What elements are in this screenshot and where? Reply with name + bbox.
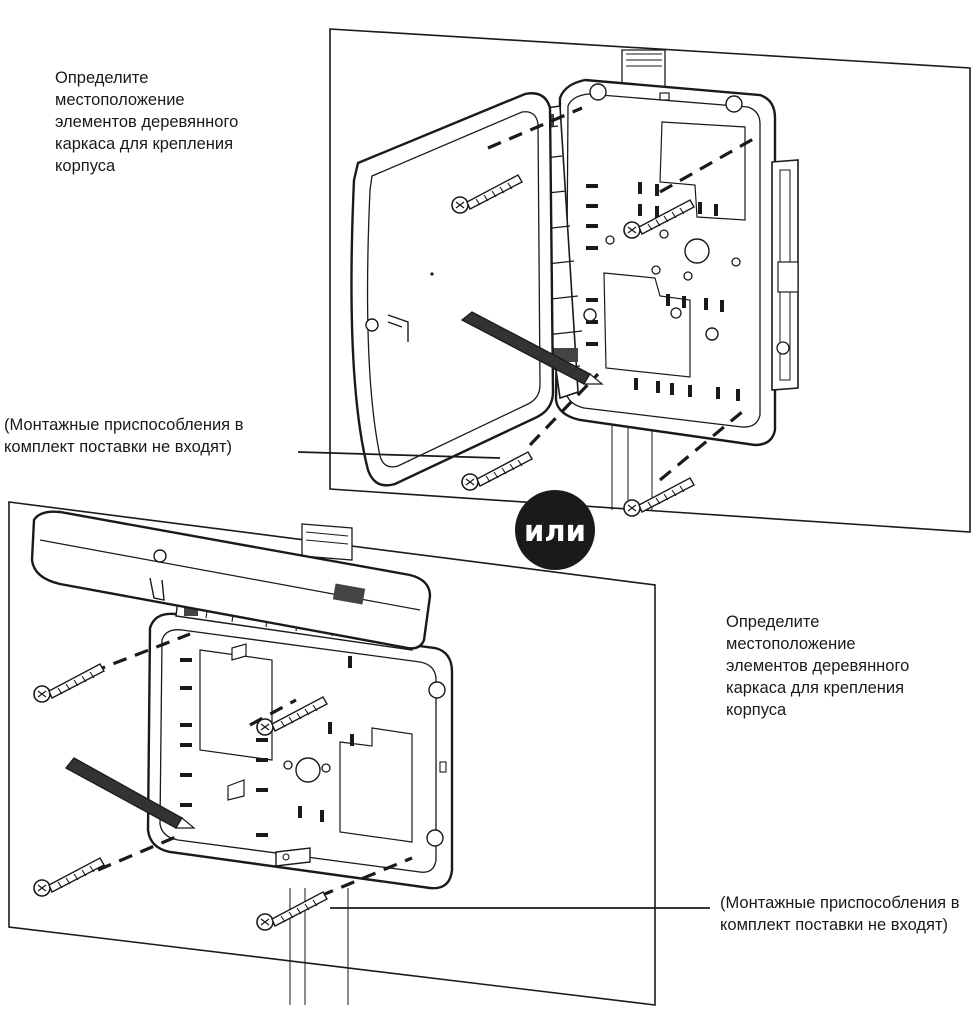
top-assembly [297,28,971,533]
or-badge: или [515,490,595,570]
top-mounting-instruction: Определите местоположение элементов дере… [55,67,238,177]
instruction-line: Определите [55,69,149,87]
top-hardware-note: (Монтажные приспособления в комплект пос… [4,414,243,458]
note-line: (Монтажные приспособления в [720,894,960,912]
instruction-line: элементов деревянного [55,113,239,131]
side-bracket [771,159,799,391]
top-note-leader [297,451,501,459]
note-line: комплект поставки не входят) [4,438,233,456]
note-line: комплект поставки не входят) [720,916,949,934]
instruction-line: каркаса для крепления [55,135,234,153]
bottom-hardware-note: (Монтажные приспособления в комплект пос… [720,892,973,936]
enclosure-lid [30,510,432,650]
bottom-mounting-instruction: Определите местоположение элементов дере… [726,611,909,721]
bottom-assembly [8,501,710,1006]
or-label: или [524,514,586,548]
note-line: (Монтажные приспособления в [4,416,244,434]
instruction-line: элементов деревянного [726,657,910,675]
instruction-line: корпуса [55,157,116,175]
instruction-line: местоположение [55,91,185,109]
instruction-line: каркаса для крепления [726,679,905,697]
top-alignment-lines [487,106,756,482]
pencil [460,311,604,385]
wood-stud [289,523,353,1005]
instruction-line: Определите [726,613,820,631]
enclosure-base [554,78,777,447]
instruction-line: корпуса [726,701,787,719]
bottom-alignment-lines [91,632,413,898]
pencil [65,757,196,829]
instruction-line: местоположение [726,635,856,653]
wood-stud [611,49,666,510]
enclosure-base [146,612,454,890]
